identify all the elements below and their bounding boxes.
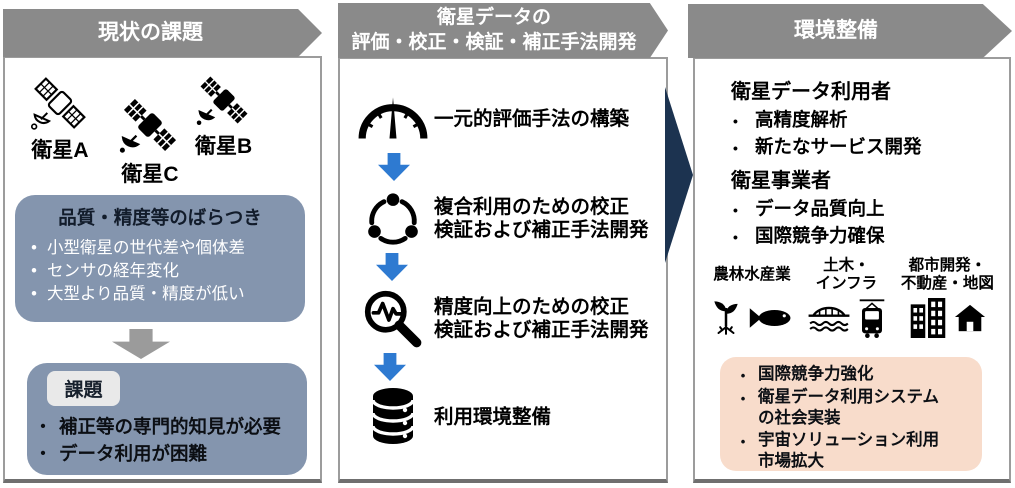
group-bullet-list: • データ品質向上 • 国際競争力確保 <box>731 196 1001 250</box>
issue-bullet-list: • 補正等の専門的知見が必要 • データ利用が困難 <box>27 413 307 467</box>
step-label: 複合利用のための校正 検証および補正手法開発 <box>434 196 649 241</box>
list-item: • 高精度解析 <box>733 107 1001 134</box>
satellite-c: 衛星C <box>119 94 181 188</box>
outcome-bullet-list: • 国際競争力強化 • 衛星データ利用システム の社会実装 • 宇宙ソリューション利用… <box>728 364 974 473</box>
list-item: • データ品質向上 <box>733 196 1001 223</box>
list-item: • 新たなサービス開発 <box>733 134 1001 161</box>
database-icon <box>371 388 415 444</box>
step-usage-environment: 利用環境整備 <box>352 383 660 451</box>
industry-civil-infrastructure: 土木・ インフラ <box>801 255 892 338</box>
list-item: • 補正等の専門的知見が必要 <box>27 413 307 440</box>
industry-label: 都市開発・ 不動産・地図 <box>900 257 994 292</box>
bullet-dot: • <box>733 113 738 129</box>
fish-icon <box>749 308 791 328</box>
list-item: • センサの経年変化 <box>21 260 305 283</box>
bullet-text: 大型より品質・精度が低い <box>47 285 245 303</box>
list-item: • 国際競争力確保 <box>733 223 1001 250</box>
step-combined-calibration: 複合利用のための校正 検証および補正手法開発 <box>352 185 660 253</box>
bullet-text: 補正等の専門的知見が必要 <box>59 416 282 437</box>
bullet-text: データ品質向上 <box>755 198 885 219</box>
right-panel-header-banner: 環境整備 <box>688 4 1012 58</box>
bullet-dot: • <box>31 262 37 280</box>
industry-urban-development: 都市開発・ 不動産・地図 <box>892 255 1003 338</box>
bullet-dot: • <box>740 433 746 449</box>
step-label: 一元的評価手法の構築 <box>434 107 630 130</box>
blue-down-arrow-icon <box>374 353 406 381</box>
bullet-text: 国際競争力強化 <box>758 365 874 383</box>
buildings-icon <box>910 298 946 338</box>
group-bullet-list: • 高精度解析 • 新たなサービス開発 <box>731 107 1001 161</box>
bullet-text: センサの経年変化 <box>47 262 179 280</box>
bullet-text: 小型衛星の世代差や個体差 <box>47 239 245 257</box>
satellite-icon <box>31 77 86 130</box>
bullet-dot: • <box>733 202 738 218</box>
bullet-dot: • <box>740 390 746 406</box>
satellite-icon <box>196 76 248 126</box>
group-title: 衛星事業者 <box>731 170 831 192</box>
satellite-icon <box>119 98 177 153</box>
bullet-text: 国際競争力確保 <box>755 225 885 246</box>
list-item: • データ利用が困難 <box>27 440 307 467</box>
group-title: 衛星データ利用者 <box>731 81 891 103</box>
issue-badge: 課題 <box>47 371 120 406</box>
bullet-dot: • <box>31 239 37 257</box>
left-panel-title: 現状の課題 <box>98 21 203 45</box>
bullet-text: 宇宙ソリューション利用 市場拡大 <box>758 430 940 471</box>
satellite-label: 衛星C <box>121 163 179 186</box>
share-network-icon <box>368 193 418 245</box>
bullet-dot: • <box>31 285 37 303</box>
list-item: • 宇宙ソリューション利用 市場拡大 <box>728 430 974 473</box>
list-item: • 衛星データ利用システム の社会実装 <box>728 387 974 430</box>
satellite-label: 衛星A <box>31 139 89 162</box>
step-accuracy-calibration: 精度向上のための校正 検証および補正手法開発 <box>352 283 660 355</box>
right-panel: 衛星データ利用者 • 高精度解析 • 新たなサービス開発 衛星事業者 • データ品質向… <box>693 57 1011 483</box>
magnifier-waveform-icon <box>364 290 422 348</box>
right-panel-title: 環境整備 <box>794 19 878 43</box>
middle-panel-title-line1: 衛星データの <box>436 6 551 28</box>
step-label: 利用環境整備 <box>434 405 552 428</box>
list-item: • 小型衛星の世代差や個体差 <box>21 237 305 260</box>
blue-down-arrow-icon <box>376 253 408 281</box>
gray-down-arrow-icon <box>112 329 170 359</box>
variability-box-title: 品質・精度等のばらつき <box>58 207 262 228</box>
house-icon <box>954 304 985 332</box>
variability-bullet-list: • 小型衛星の世代差や個体差 • センサの経年変化 • 大型より品質・精度が低い <box>15 237 305 306</box>
step-evaluation: 一元的評価手法の構築 <box>352 89 660 149</box>
satellite-a: 衛星A <box>31 74 89 164</box>
left-panel: 衛星A <box>3 56 322 483</box>
industry-label: 農林水産業 <box>713 266 791 283</box>
satellite-b: 衛星B <box>195 72 252 160</box>
middle-panel: 一元的評価手法の構築 複合利用のための校正 検証および補正手法開発 <box>338 57 668 483</box>
industry-label: 土木・ インフラ <box>815 257 878 292</box>
bullet-dot: • <box>733 140 738 156</box>
industries-row: 農林水産業 <box>703 255 1003 338</box>
bullet-text: データ利用が困難 <box>59 443 208 464</box>
industry-agriculture: 農林水産業 <box>703 255 801 338</box>
variability-box: 品質・精度等のばらつき • 小型衛星の世代差や個体差 • センサの経年変化 • 大型よ… <box>15 195 305 322</box>
issue-box: 課題 • 補正等の専門的知見が必要 • データ利用が困難 <box>27 363 307 475</box>
step-label: 精度向上のための校正 検証および補正手法開発 <box>434 296 649 341</box>
beneficiary-groups: 衛星データ利用者 • 高精度解析 • 新たなサービス開発 衛星事業者 • データ品質向… <box>731 79 1001 257</box>
blue-down-arrow-icon <box>378 153 410 181</box>
middle-panel-header-banner: 衛星データの 評価・校正・検証・補正手法開発 <box>338 3 668 58</box>
bullet-text: 衛星データ利用システム の社会実装 <box>758 387 940 428</box>
middle-panel-title-line2: 評価・校正・検証・補正手法開発 <box>351 31 637 53</box>
bullet-dot: • <box>40 418 46 435</box>
train-icon <box>859 299 885 338</box>
bullet-text: 高精度解析 <box>755 109 848 130</box>
bullet-dot: • <box>40 445 46 462</box>
gauge-icon <box>358 97 428 139</box>
sprout-icon <box>713 301 738 335</box>
navy-right-arrow-icon <box>665 87 693 263</box>
bridge-icon <box>808 306 850 332</box>
left-panel-header-banner: 現状の課題 <box>3 9 322 57</box>
bullet-dot: • <box>740 368 746 383</box>
bullet-dot: • <box>733 229 738 245</box>
bullet-text: 新たなサービス開発 <box>755 136 922 157</box>
outcome-box: • 国際競争力強化 • 衛星データ利用システム の社会実装 • 宇宙ソリューション利用… <box>720 357 982 471</box>
list-item: • 国際競争力強化 <box>728 364 974 387</box>
list-item: • 大型より品質・精度が低い <box>21 283 305 306</box>
satellite-label: 衛星B <box>195 135 253 158</box>
